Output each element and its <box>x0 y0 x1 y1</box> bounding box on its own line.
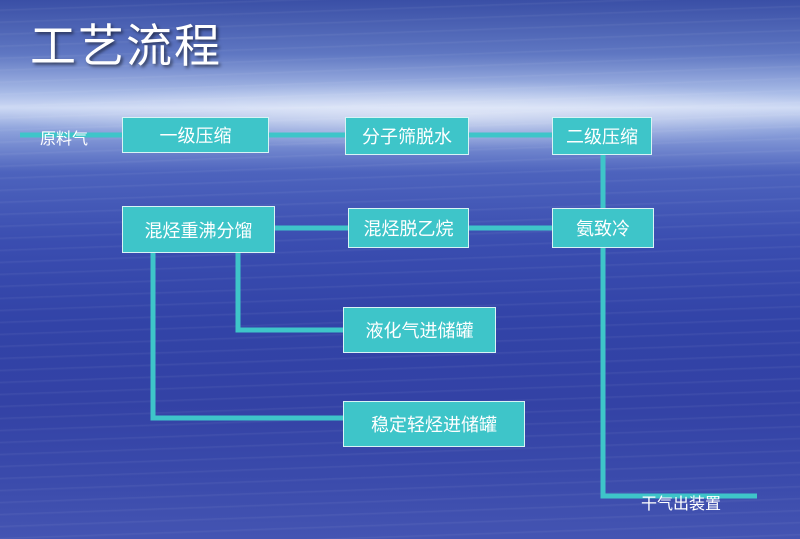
node-mixed-hc-deethanization[interactable]: 混烃脱乙烷 <box>348 208 469 248</box>
connector-fractionation-to-light-hc <box>150 253 343 421</box>
node-molecular-sieve-dehydration[interactable]: 分子筛脱水 <box>345 117 469 155</box>
node-mixed-hc-reboil-fractionation[interactable]: 混烃重沸分馏 <box>122 206 275 253</box>
page-title: 工艺流程 <box>30 19 222 73</box>
node-lpg-to-storage[interactable]: 液化气进储罐 <box>343 307 496 353</box>
node-ammonia-cooling[interactable]: 氨致冷 <box>552 208 654 248</box>
input-label: 原料气 <box>40 129 89 148</box>
output-label: 干气出装置 <box>641 494 722 513</box>
node-stage1-compression[interactable]: 一级压缩 <box>122 117 269 153</box>
node-light-hc-to-storage[interactable]: 稳定轻烃进储罐 <box>343 401 525 447</box>
node-stage2-compression[interactable]: 二级压缩 <box>552 117 652 155</box>
connector-fractionation-to-lpg <box>235 253 343 333</box>
connector-ammonia-to-output <box>600 248 757 499</box>
